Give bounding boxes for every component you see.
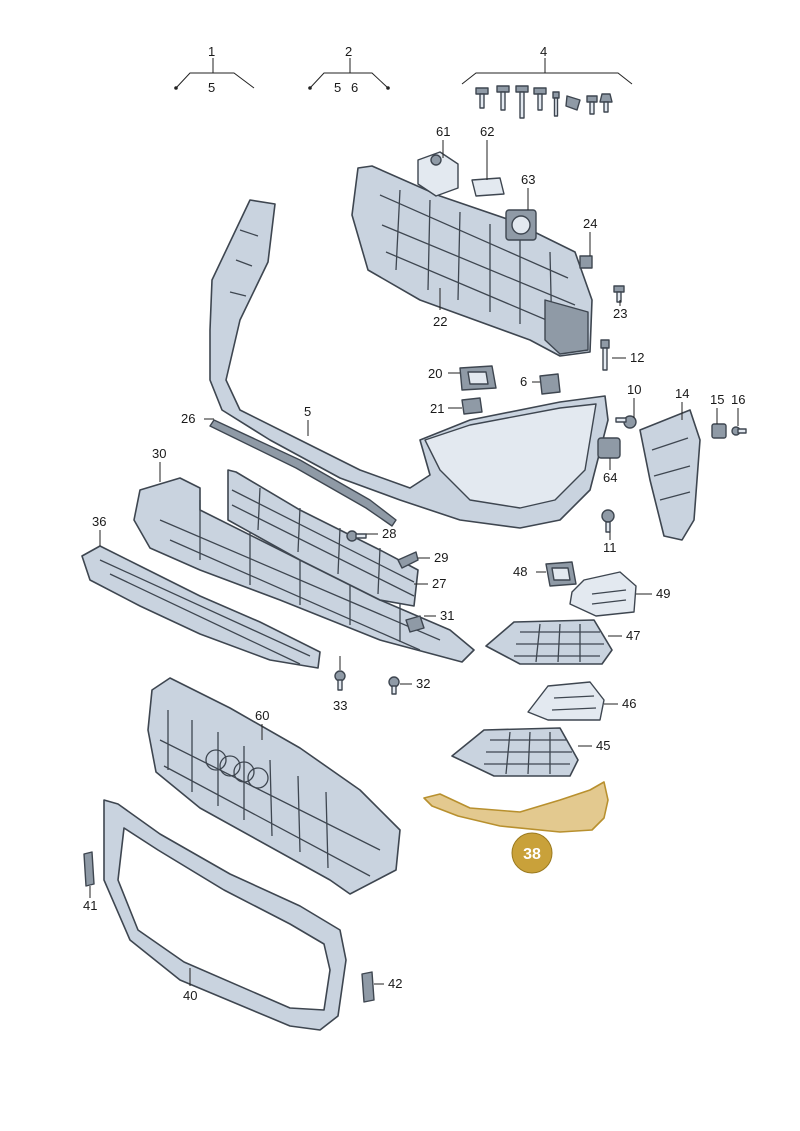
- callout-6: 6: [520, 374, 527, 389]
- callout-30: 30: [152, 446, 166, 461]
- grille-insert-47: [485, 619, 613, 665]
- seal-strip-26: [209, 419, 397, 527]
- callout-2-sub-b: 6: [351, 80, 358, 95]
- callout-2-sub-a: 5: [334, 80, 341, 95]
- bracket-46: [527, 681, 605, 721]
- screw-set: [475, 85, 613, 119]
- callout-11: 11: [603, 540, 617, 555]
- callout-29: 29: [434, 550, 448, 565]
- bracket-41: [83, 851, 95, 887]
- callout-41: 41: [83, 898, 97, 913]
- callout-23: 23: [613, 306, 627, 321]
- bolt-12: [600, 339, 610, 371]
- strip-36: [81, 545, 321, 669]
- screw-10: [615, 415, 637, 429]
- callout-62: 62: [480, 124, 494, 139]
- group-2-bracket: 2 5 6: [308, 44, 390, 95]
- bracket-61: [417, 151, 459, 197]
- callout-1-sub: 5: [208, 80, 215, 95]
- callout-16: 16: [731, 392, 745, 407]
- callout-2: 2: [345, 44, 352, 59]
- bracket-49: [569, 571, 637, 617]
- clip-24: [579, 255, 593, 269]
- callout-5: 5: [304, 404, 311, 419]
- clip-20: [459, 365, 497, 391]
- callout-12: 12: [630, 350, 644, 365]
- callout-31: 31: [440, 608, 454, 623]
- clip-6: [539, 373, 561, 395]
- callout-1: 1: [208, 44, 215, 59]
- callout-32: 32: [416, 676, 430, 691]
- callout-46: 46: [622, 696, 636, 711]
- bracket-14: [639, 409, 701, 541]
- callout-4: 4: [540, 44, 547, 59]
- nut-15: [711, 423, 727, 439]
- callout-14: 14: [675, 386, 689, 401]
- callout-36: 36: [92, 514, 106, 529]
- callout-38: 38: [523, 846, 541, 863]
- callout-15: 15: [710, 392, 724, 407]
- callout-24: 24: [583, 216, 597, 231]
- group-1-bracket: 1 5: [174, 44, 255, 95]
- grille-frame: [103, 799, 347, 1031]
- grille-insert-45: [451, 727, 579, 777]
- clip-48: [545, 561, 577, 587]
- screw-32: [388, 676, 400, 695]
- callout-64: 64: [603, 470, 617, 485]
- air-guide-30: [133, 477, 475, 663]
- part-62: [471, 177, 505, 197]
- sensor-63: [505, 209, 537, 241]
- callout-61: 61: [436, 124, 450, 139]
- screw-33: [334, 670, 346, 691]
- callout-22: 22: [433, 314, 447, 329]
- callout-26: 26: [181, 411, 195, 426]
- callout-48: 48: [513, 564, 527, 579]
- clip-29: [397, 551, 419, 569]
- screw-11: [601, 509, 615, 533]
- callout-40: 40: [183, 988, 197, 1003]
- screw-16: [731, 426, 747, 436]
- callout-27: 27: [432, 576, 446, 591]
- grille-carrier: [351, 165, 593, 357]
- callout-21: 21: [430, 401, 444, 416]
- callout-labels: 61 62 63 24 23 22 12 20 21 6 10 14 15 16…: [83, 124, 745, 1003]
- screw-23: [613, 285, 625, 303]
- callout-63: 63: [521, 172, 535, 187]
- callout-38-badge: 38: [511, 832, 553, 874]
- screw-28: [346, 530, 367, 542]
- callout-42: 42: [388, 976, 402, 991]
- group-4-bracket: 4: [461, 44, 633, 85]
- callout-49: 49: [656, 586, 670, 601]
- leader-lines: [89, 140, 739, 986]
- callout-33: 33: [333, 698, 347, 713]
- grille-lower-27: [227, 469, 419, 607]
- callout-10: 10: [627, 382, 641, 397]
- radiator-grille: [147, 677, 401, 895]
- clip-21: [461, 397, 483, 415]
- bumper-cover: [209, 199, 609, 529]
- callout-60: 60: [255, 708, 269, 723]
- clip-31: [405, 615, 425, 633]
- callout-28: 28: [382, 526, 396, 541]
- sensor-64: [597, 437, 621, 459]
- callout-20: 20: [428, 366, 442, 381]
- trim-strip-38: [423, 781, 609, 833]
- audi-rings-logo: [205, 749, 269, 789]
- bracket-42: [361, 971, 375, 1003]
- callout-45: 45: [596, 738, 610, 753]
- callout-47: 47: [626, 628, 640, 643]
